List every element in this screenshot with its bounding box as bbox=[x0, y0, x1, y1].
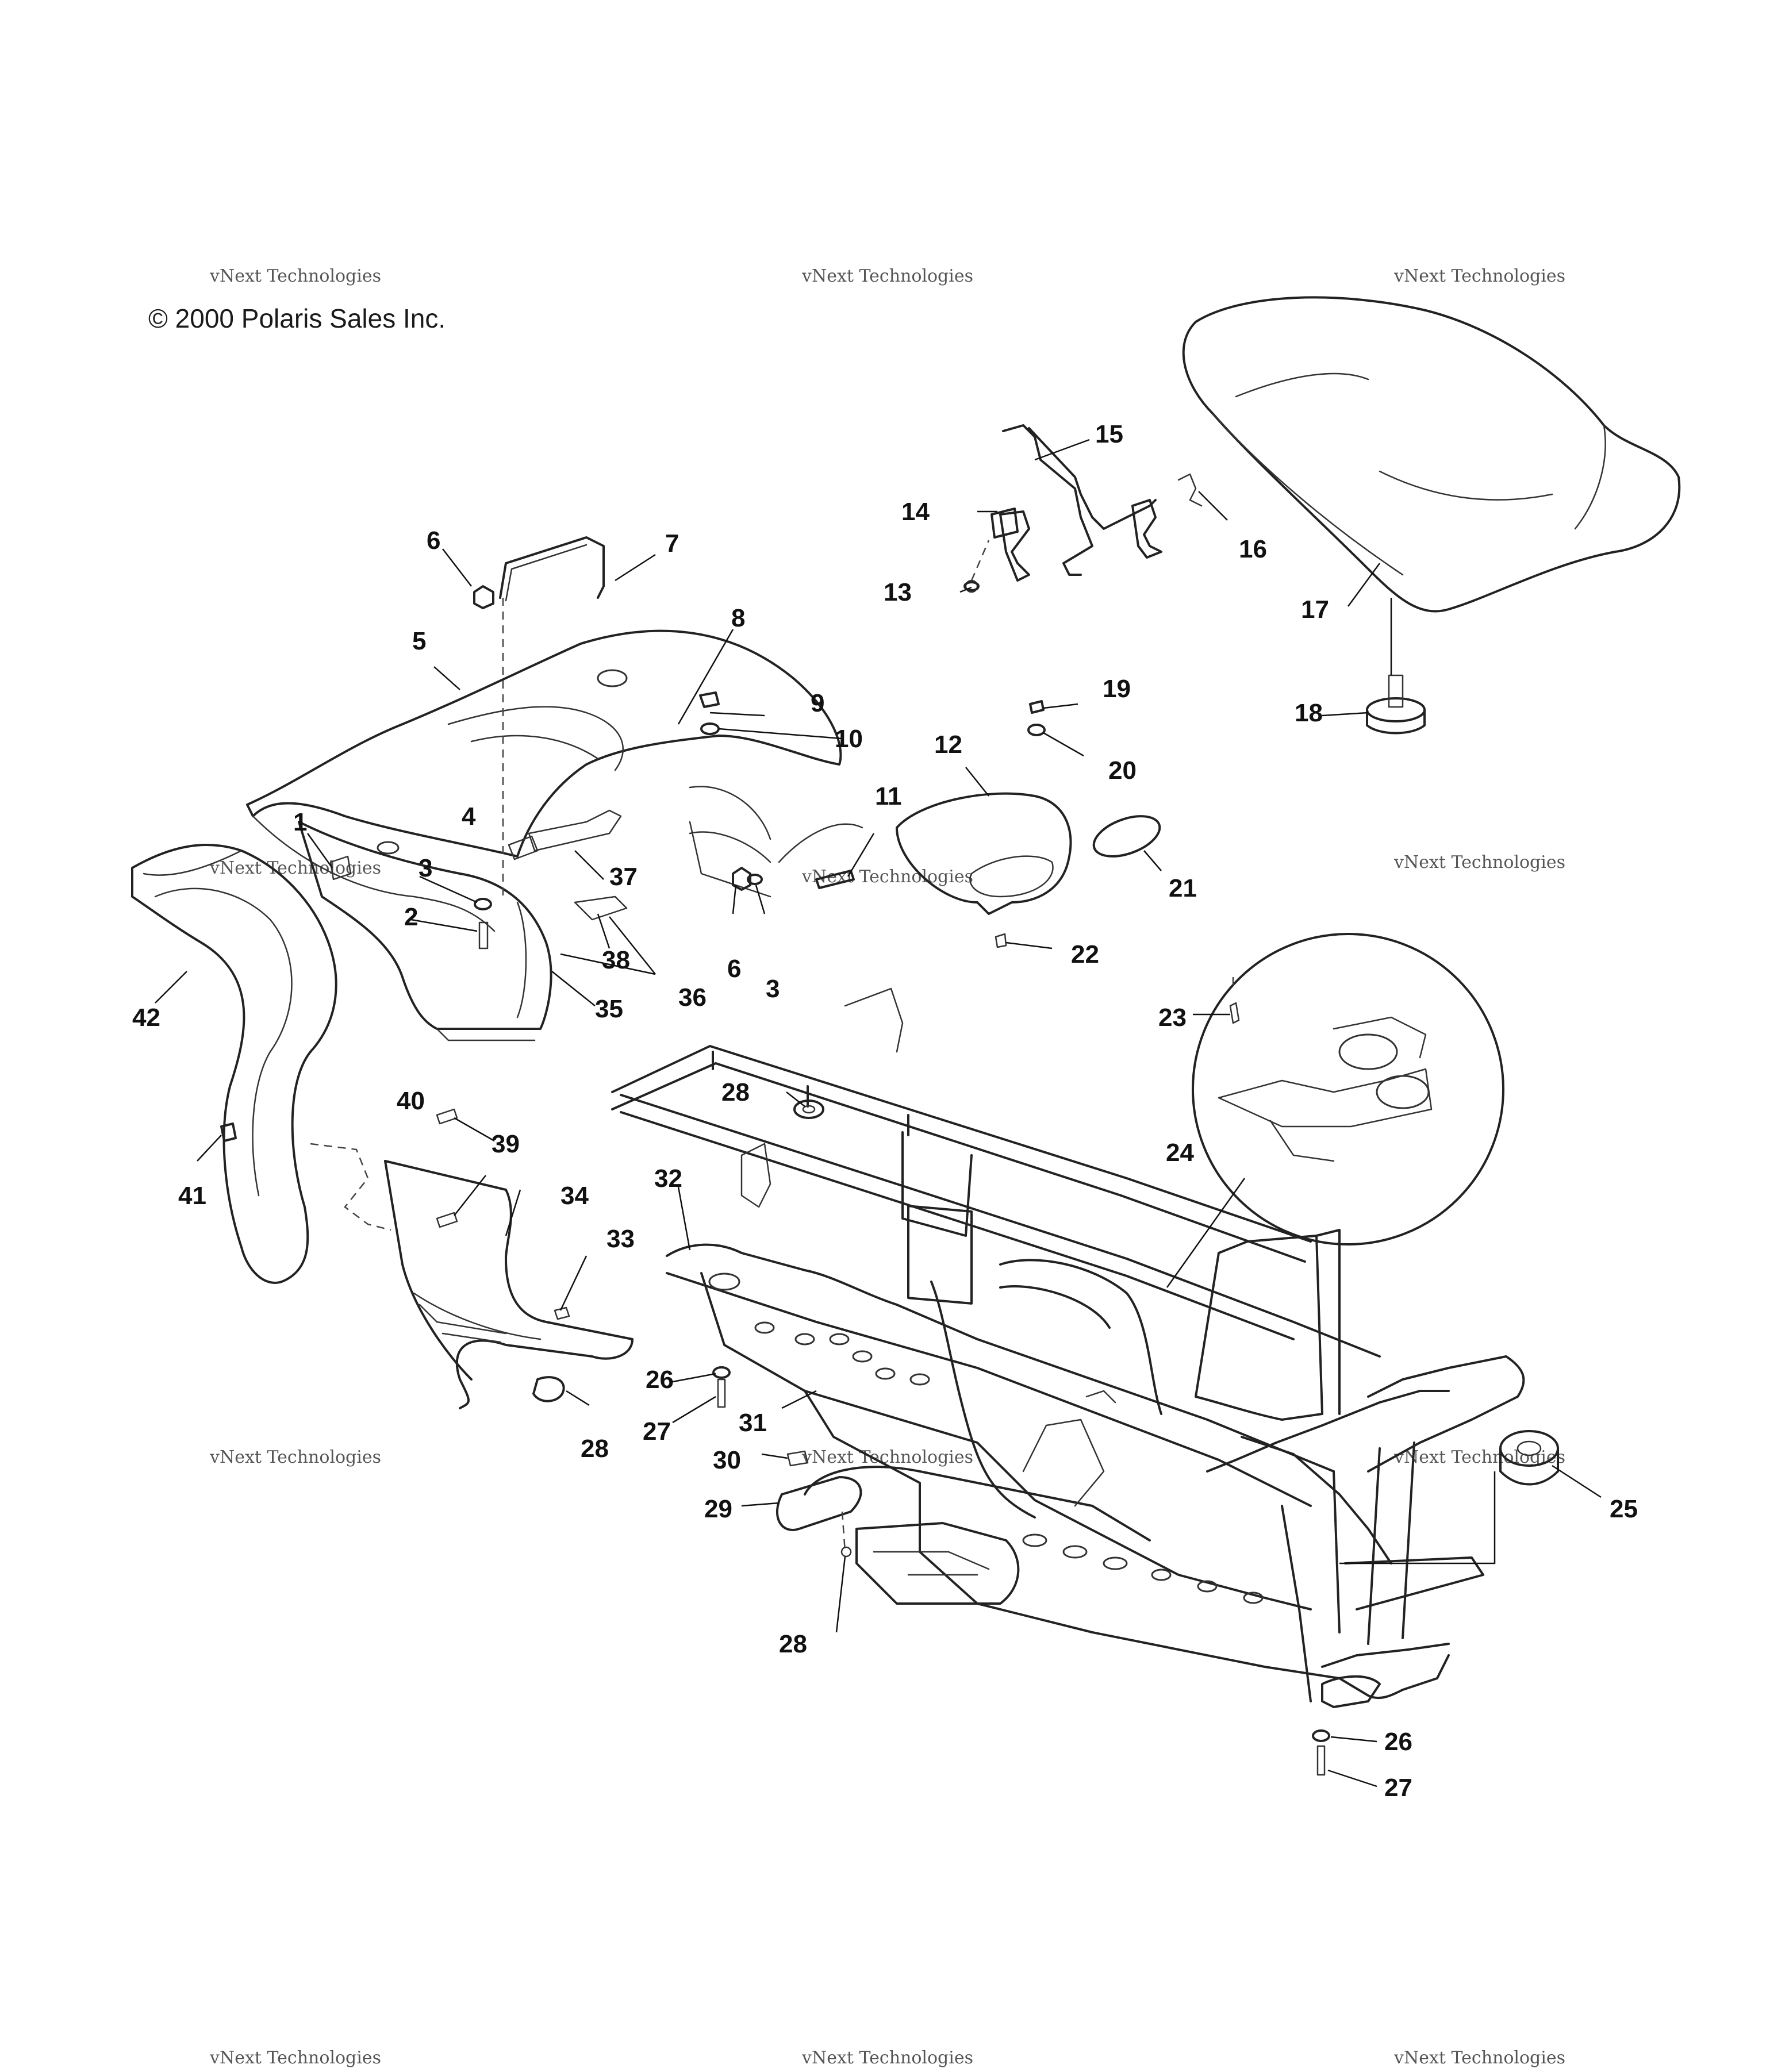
callouts: 1 2 3 3 4 5 6 6 7 8 9 10 11 12 13 14 15 … bbox=[132, 420, 1638, 1802]
callout-7: 7 bbox=[665, 529, 679, 558]
callout-27: 27 bbox=[643, 1417, 671, 1446]
callout-36: 36 bbox=[678, 983, 707, 1012]
hardware bbox=[220, 581, 1330, 1776]
mud-flap bbox=[131, 844, 337, 1284]
callout-28: 28 bbox=[581, 1435, 609, 1463]
seat bbox=[1182, 296, 1681, 613]
watermark-small: vNext Technologies bbox=[801, 1447, 973, 1467]
callout-3: 3 bbox=[419, 854, 432, 882]
callout-5: 5 bbox=[412, 627, 426, 655]
callout-6: 6 bbox=[427, 526, 440, 555]
callout-22: 22 bbox=[1071, 940, 1099, 968]
watermark-small: vNext Technologies bbox=[209, 266, 381, 286]
callout-3: 3 bbox=[766, 975, 780, 1003]
callout-9: 9 bbox=[811, 689, 824, 717]
seat-bumper bbox=[1366, 598, 1426, 735]
callout-41: 41 bbox=[178, 1182, 206, 1210]
callout-26: 26 bbox=[646, 1366, 674, 1394]
callout-18: 18 bbox=[1295, 699, 1323, 727]
callout-13: 13 bbox=[884, 578, 912, 606]
watermark-small: vNext Technologies bbox=[1393, 2048, 1565, 2068]
callout-23: 23 bbox=[1158, 1004, 1187, 1032]
callout-11: 11 bbox=[875, 782, 902, 810]
callout-34: 34 bbox=[560, 1182, 589, 1210]
callout-2: 2 bbox=[404, 903, 418, 931]
watermark-small: vNext Technologies bbox=[209, 2048, 381, 2068]
callout-25: 25 bbox=[1610, 1495, 1638, 1523]
callout-39: 39 bbox=[492, 1130, 520, 1158]
frame bbox=[611, 987, 1525, 1708]
callout-8: 8 bbox=[731, 604, 745, 632]
watermark-small: vNext Technologies bbox=[1393, 266, 1565, 286]
watermark-small: vNext Technologies bbox=[801, 2048, 973, 2068]
callout-21: 21 bbox=[1169, 874, 1197, 902]
callout-40: 40 bbox=[397, 1087, 425, 1115]
watermark-small: vNext Technologies bbox=[209, 1447, 381, 1467]
tail-light bbox=[689, 792, 1161, 915]
callout-17: 17 bbox=[1301, 595, 1329, 624]
skid-plate bbox=[775, 1476, 1020, 1605]
watermark-small: vNext Technologies bbox=[209, 858, 381, 878]
watermark-small: vNext Technologies bbox=[1393, 852, 1565, 872]
callout-29: 29 bbox=[704, 1495, 732, 1523]
callout-32: 32 bbox=[654, 1164, 682, 1193]
callout-15: 15 bbox=[1095, 420, 1123, 448]
callout-16: 16 bbox=[1239, 535, 1267, 563]
callout-10: 10 bbox=[835, 725, 863, 753]
callout-33: 33 bbox=[606, 1225, 635, 1253]
seat-latch bbox=[965, 424, 1203, 593]
rear-rack-bracket bbox=[499, 536, 605, 897]
callout-14: 14 bbox=[901, 498, 930, 526]
callout-35: 35 bbox=[595, 995, 623, 1023]
callout-24: 24 bbox=[1166, 1139, 1194, 1167]
callout-6: 6 bbox=[727, 955, 741, 983]
callout-4: 4 bbox=[462, 802, 476, 831]
front-mount bbox=[1339, 1430, 1559, 1564]
callout-28: 28 bbox=[779, 1630, 807, 1658]
inset-detail bbox=[1166, 933, 1504, 1288]
callout-26: 26 bbox=[1384, 1728, 1412, 1756]
callout-20: 20 bbox=[1108, 756, 1137, 785]
callout-31: 31 bbox=[739, 1409, 767, 1437]
callout-28: 28 bbox=[721, 1078, 750, 1106]
callout-19: 19 bbox=[1103, 675, 1131, 703]
copyright-text: © 2000 Polaris Sales Inc. bbox=[148, 303, 446, 333]
leader-lines bbox=[155, 439, 1602, 1787]
callout-1: 1 bbox=[293, 808, 307, 836]
watermark-small: vNext Technologies bbox=[801, 266, 973, 286]
callout-30: 30 bbox=[713, 1446, 741, 1474]
callout-42: 42 bbox=[132, 1004, 160, 1032]
callout-38: 38 bbox=[602, 946, 630, 974]
footwell bbox=[310, 1143, 634, 1409]
callout-12: 12 bbox=[934, 731, 962, 759]
inner-fender bbox=[298, 821, 552, 1041]
callout-27: 27 bbox=[1384, 1774, 1412, 1802]
rear-fender bbox=[246, 629, 842, 932]
callout-37: 37 bbox=[609, 863, 638, 891]
